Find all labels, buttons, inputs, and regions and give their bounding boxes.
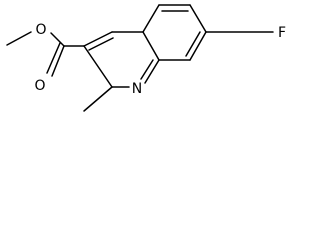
bond-c3-c4-inner	[88, 37, 114, 51]
bond-c7-c8-inner	[185, 31, 201, 57]
bond-c4a-c8a	[142, 31, 160, 61]
bond-carbonyl-double-2	[46, 42, 61, 74]
bond-c4a-c5	[142, 4, 160, 33]
atom-label-oxygen-carbonyl: O	[34, 78, 45, 94]
bond-c8a-n1-inner	[140, 59, 154, 80]
bond-methyl-to-ester-oxygen	[6, 31, 32, 46]
bond-c6-c7	[189, 4, 207, 33]
bond-c7-c8	[189, 31, 207, 61]
bond-c3-c4	[83, 31, 113, 47]
atom-label-oxygen-ester: O	[35, 22, 46, 38]
bond-carbonyl-double-1	[51, 45, 65, 77]
bond-c2-methyl	[83, 86, 113, 112]
bond-ester-oxygen-to-carbonyl-carbon	[50, 32, 65, 47]
chemical-structure-diagram: O O N F	[6, 4, 286, 112]
bond-c2-c3	[83, 45, 113, 88]
bond-c8a-n1	[144, 59, 160, 84]
atom-label-nitrogen: N	[132, 81, 142, 97]
atom-label-fluorine: F	[278, 25, 286, 41]
